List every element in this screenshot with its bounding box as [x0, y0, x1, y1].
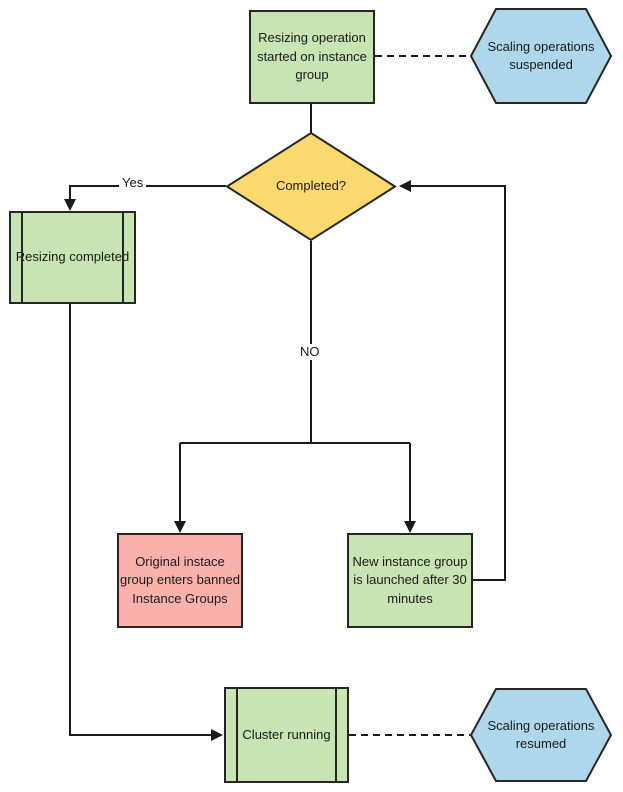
hexagon-scaling-resumed	[469, 688, 613, 782]
edge-yes-branch	[69, 185, 226, 199]
edge-newgroup-to-completed	[411, 185, 506, 581]
edge-label-yes: Yes	[119, 175, 147, 191]
arrowhead-icon	[399, 180, 411, 192]
node-banned-instance-group: Original instace group enters banned Ins…	[117, 533, 243, 628]
node-resizing-completed: Resizing completed	[9, 211, 136, 304]
node-label: Cluster running	[242, 726, 331, 742]
node-label: Scaling operations resumed	[487, 717, 595, 751]
arrowhead-icon	[174, 521, 186, 533]
hexagon-scaling-suspended	[469, 8, 613, 104]
node-scaling-resumed: Scaling operations resumed	[481, 689, 601, 781]
edge-no-branch	[180, 241, 410, 444]
node-label: Scaling operations suspended	[487, 38, 595, 72]
arrowhead-icon	[211, 729, 223, 741]
arrowhead-icon	[64, 199, 76, 211]
node-label: New instance group is launched after 30 …	[352, 553, 468, 606]
decision-diamond-completed	[225, 131, 397, 242]
node-completed-decision: Completed?	[237, 133, 385, 240]
subprocess-bar	[236, 689, 238, 781]
arrowhead-icon	[404, 521, 416, 533]
subprocess-bar	[122, 213, 124, 302]
node-label: Original instace group enters banned Ins…	[120, 553, 240, 606]
subprocess-bar	[21, 213, 23, 302]
node-label: Resizing operation started on instance g…	[257, 30, 367, 83]
node-label: Completed?	[275, 178, 347, 194]
node-scaling-suspended: Scaling operations suspended	[481, 9, 601, 103]
subprocess-bar	[335, 689, 337, 781]
node-new-instance-group: New instance group is launched after 30 …	[347, 533, 473, 628]
node-cluster-running: Cluster running	[224, 687, 349, 783]
edge-label-no: NO	[297, 344, 323, 360]
node-resizing-started: Resizing operation started on instance g…	[249, 10, 375, 104]
node-label: Resizing completed	[15, 249, 130, 265]
edge-completed-to-cluster	[69, 304, 211, 736]
